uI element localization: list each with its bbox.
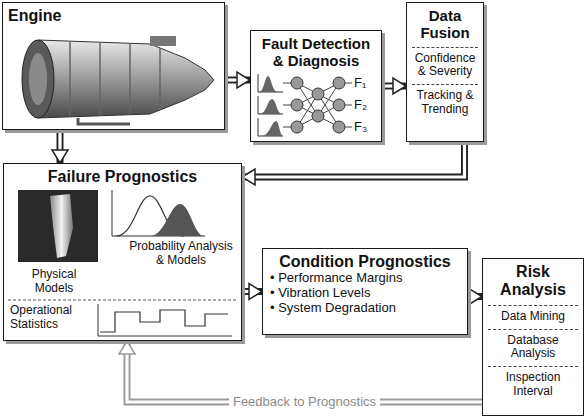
box-text: Operational Statistics: [10, 304, 92, 332]
connector-label: Feedback to Prognostics: [229, 395, 380, 410]
box-text: Database Analysis: [488, 329, 578, 362]
connector-group: [119, 341, 482, 402]
engine-pipe: [78, 118, 130, 124]
engine-body: [38, 40, 214, 118]
engine-pipe: [150, 36, 176, 46]
box-text: Data Mining: [488, 305, 578, 324]
double-line-arrow: [242, 142, 465, 177]
arrow-shaft-inner: [382, 84, 393, 87]
prognostics-illustration: [8, 190, 237, 336]
box-title: Condition Prognostics: [268, 253, 462, 271]
network-node: [333, 99, 345, 111]
box-text: Confidence & Severity: [412, 47, 478, 80]
arrowhead: [393, 78, 406, 94]
plot-curve: [259, 76, 278, 92]
double-line-arrow: [127, 341, 482, 402]
box-title: Failure Prognostics: [9, 168, 236, 186]
separator: [8, 300, 237, 301]
box-title: Data Fusion: [412, 7, 478, 42]
box-text: • System Degradation: [268, 301, 462, 316]
box-text: Physical Models: [14, 268, 94, 296]
connector-group: [225, 72, 250, 88]
arrow-shaft-inner: [255, 142, 465, 177]
plot-curve: [260, 99, 282, 114]
distribution-curve: [150, 204, 204, 236]
network-node: [291, 99, 303, 111]
network-links: [283, 83, 352, 127]
process-box: Data FusionConfidence & SeverityTracking…: [406, 2, 484, 142]
fault-class-label: F₃: [354, 120, 367, 135]
arrowhead: [249, 284, 262, 300]
network-node: [312, 88, 324, 100]
fault-class-label: F₂: [354, 98, 367, 113]
arrowhead: [52, 150, 68, 163]
box-title: Engine: [8, 7, 219, 25]
plot-curve: [262, 121, 283, 136]
chart-axes: [98, 304, 232, 336]
arrow-shaft-inner: [58, 130, 61, 150]
box-text: • Vibration Levels: [268, 286, 462, 301]
process-box: Condition Prognostics• Performance Margi…: [262, 248, 468, 335]
connector-group: [52, 130, 68, 163]
process-box: Failure PrognosticsPhysical Models Probab…: [3, 163, 242, 341]
connector-group: [242, 284, 262, 300]
network-node: [291, 77, 303, 89]
arrow-shaft-inner: [225, 78, 237, 81]
network-node: [333, 121, 345, 133]
arrowhead: [469, 289, 482, 305]
box-title: Fault Detection & Diagnosis: [256, 35, 376, 70]
box-text: Inspection Interval: [488, 366, 578, 399]
engine-spinner: [29, 53, 47, 105]
fault-class-label: F₁: [354, 76, 366, 91]
blade: [50, 194, 73, 258]
process-box: Risk AnalysisData MiningDatabase Analysi…: [482, 258, 584, 416]
engine-rings: [70, 42, 160, 116]
arrow-shaft-inner: [242, 290, 249, 293]
connector-group: [242, 142, 465, 185]
engine-fan: [22, 40, 54, 118]
arrowhead: [237, 72, 250, 88]
network-node: [333, 77, 345, 89]
box-text: Tracking & Trending: [412, 84, 478, 117]
box-title: Risk Analysis: [488, 263, 578, 300]
distribution-axes: [112, 190, 205, 236]
connector-group: [468, 289, 482, 305]
diagnosis-illustration: [258, 74, 352, 136]
engine-illustration: [22, 36, 214, 124]
arrowhead: [119, 341, 135, 354]
step-chart: [100, 310, 228, 332]
plot-axes: [258, 74, 283, 136]
box-text: Probability Analysis & Models: [126, 240, 236, 268]
network-node: [291, 121, 303, 133]
connector-group: [382, 78, 406, 94]
engine-box: Engine: [2, 2, 225, 130]
box-text: • Performance Margins: [268, 271, 462, 286]
network-node: [312, 110, 324, 122]
arrowhead: [242, 169, 255, 185]
blade-photo: [18, 190, 98, 262]
